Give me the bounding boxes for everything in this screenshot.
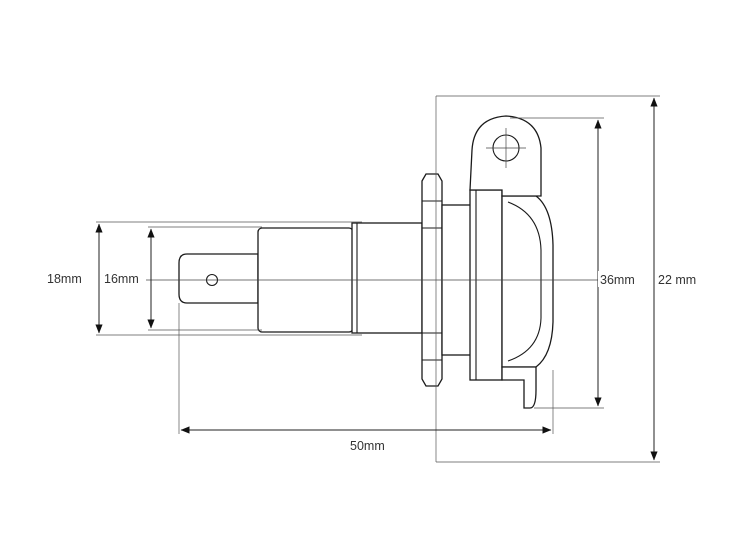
blade-terminal bbox=[178, 253, 259, 304]
cap-lower-tab bbox=[501, 366, 537, 409]
extension-lines bbox=[96, 95, 660, 463]
cap-inner-curve bbox=[507, 201, 542, 362]
cap-dome bbox=[501, 195, 554, 368]
dim-22-label: 22 mm bbox=[658, 273, 696, 287]
label-bg-22 bbox=[656, 271, 706, 287]
label-bg-16 bbox=[104, 270, 146, 286]
dim-50-label: 50mm bbox=[350, 439, 385, 453]
cap-hinge-tab bbox=[469, 115, 542, 197]
front-flange bbox=[469, 189, 503, 381]
socket-body bbox=[178, 115, 554, 409]
dim-18-label: 18mm bbox=[47, 272, 82, 286]
dim-36-label: 36mm bbox=[600, 273, 635, 287]
dim-16-label: 16mm bbox=[104, 272, 139, 286]
label-bg-36 bbox=[598, 271, 642, 287]
threaded-body bbox=[351, 222, 423, 334]
label-bg-18 bbox=[52, 270, 90, 286]
